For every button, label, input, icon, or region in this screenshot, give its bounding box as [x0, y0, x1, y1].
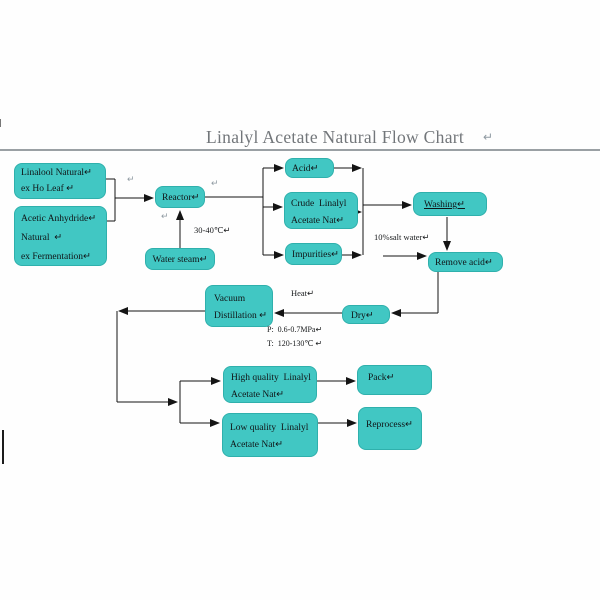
node-pack[interactable]: Pack↵	[357, 365, 432, 395]
node-dry[interactable]: Dry↵	[342, 305, 390, 324]
node-vacuum-distillation[interactable]: Vacuum Distillation ↵	[205, 285, 273, 327]
node-label: Acid↵	[292, 164, 319, 174]
annotation-distill-temp: T: 120-130℃ ↵	[267, 339, 323, 348]
node-label: Acetate Nat↵	[291, 216, 345, 226]
node-linalool-natural[interactable]: Linalool Natural↵ ex Ho Leaf ↵	[14, 163, 106, 199]
node-label: ex Ho Leaf ↵	[21, 184, 75, 194]
node-acid[interactable]: Acid↵	[285, 158, 334, 178]
node-label: Pack↵	[368, 373, 395, 383]
node-label: Water steam↵	[152, 255, 208, 265]
page-title: Linalyl Acetate Natural Flow Chart	[206, 127, 465, 147]
node-reactor[interactable]: Reactor↵	[155, 186, 205, 208]
node-washing[interactable]: Washing↵	[413, 192, 487, 216]
node-label: Dry↵	[351, 311, 374, 321]
text-cursor	[2, 430, 4, 464]
node-label: Reactor↵	[162, 193, 200, 203]
node-acetic-anhydride[interactable]: Acetic Anhydride↵ Natural ↵ ex Fermentat…	[14, 206, 107, 266]
pilcrow-mark: ↵	[211, 178, 219, 188]
node-label: Acetate Nat↵	[231, 390, 285, 400]
node-label: Acetate Nat↵	[230, 440, 284, 450]
node-label: High quality Linalyl	[231, 373, 311, 383]
node-label: ex Fermentation↵	[21, 252, 91, 262]
annotation-reactor-temp: 30-40℃↵	[194, 225, 231, 235]
node-label: Washing↵	[424, 200, 465, 210]
annotation-salt-water: 10%salt water↵	[374, 232, 430, 242]
node-remove-acid[interactable]: Remove acid↵	[428, 252, 503, 272]
node-label: Natural ↵	[21, 233, 63, 243]
node-impurities[interactable]: Impurities↵	[285, 243, 342, 265]
node-label: Impurities↵	[292, 250, 340, 260]
node-label: Acetic Anhydride↵	[21, 214, 97, 224]
pilcrow-mark: ↵	[127, 174, 135, 184]
title-underline	[0, 149, 600, 151]
node-water-steam[interactable]: Water steam↵	[145, 248, 215, 270]
annotation-pressure: P: 0.6-0.7MPa↵	[267, 325, 323, 334]
node-reprocess[interactable]: Reprocess↵	[358, 407, 422, 450]
node-crude-linalyl-acetate[interactable]: Crude Linalyl Acetate Nat↵	[284, 192, 358, 229]
node-low-quality[interactable]: Low quality Linalyl Acetate Nat↵	[222, 413, 318, 457]
node-label: Low quality Linalyl	[230, 423, 309, 433]
node-label: Remove acid↵	[435, 258, 493, 268]
node-label: Linalool Natural↵	[21, 168, 93, 178]
page-edge-tick	[0, 119, 1, 127]
node-high-quality[interactable]: High quality Linalyl Acetate Nat↵	[223, 366, 317, 403]
node-label: Reprocess↵	[366, 420, 414, 430]
annotation-heat: Heat↵	[291, 288, 315, 298]
node-label: Distillation ↵	[214, 311, 268, 321]
node-label: Vacuum	[214, 294, 246, 304]
pilcrow-mark: ↵	[483, 130, 494, 144]
node-label: Crude Linalyl	[291, 199, 347, 209]
pilcrow-mark: ↵	[161, 211, 169, 221]
